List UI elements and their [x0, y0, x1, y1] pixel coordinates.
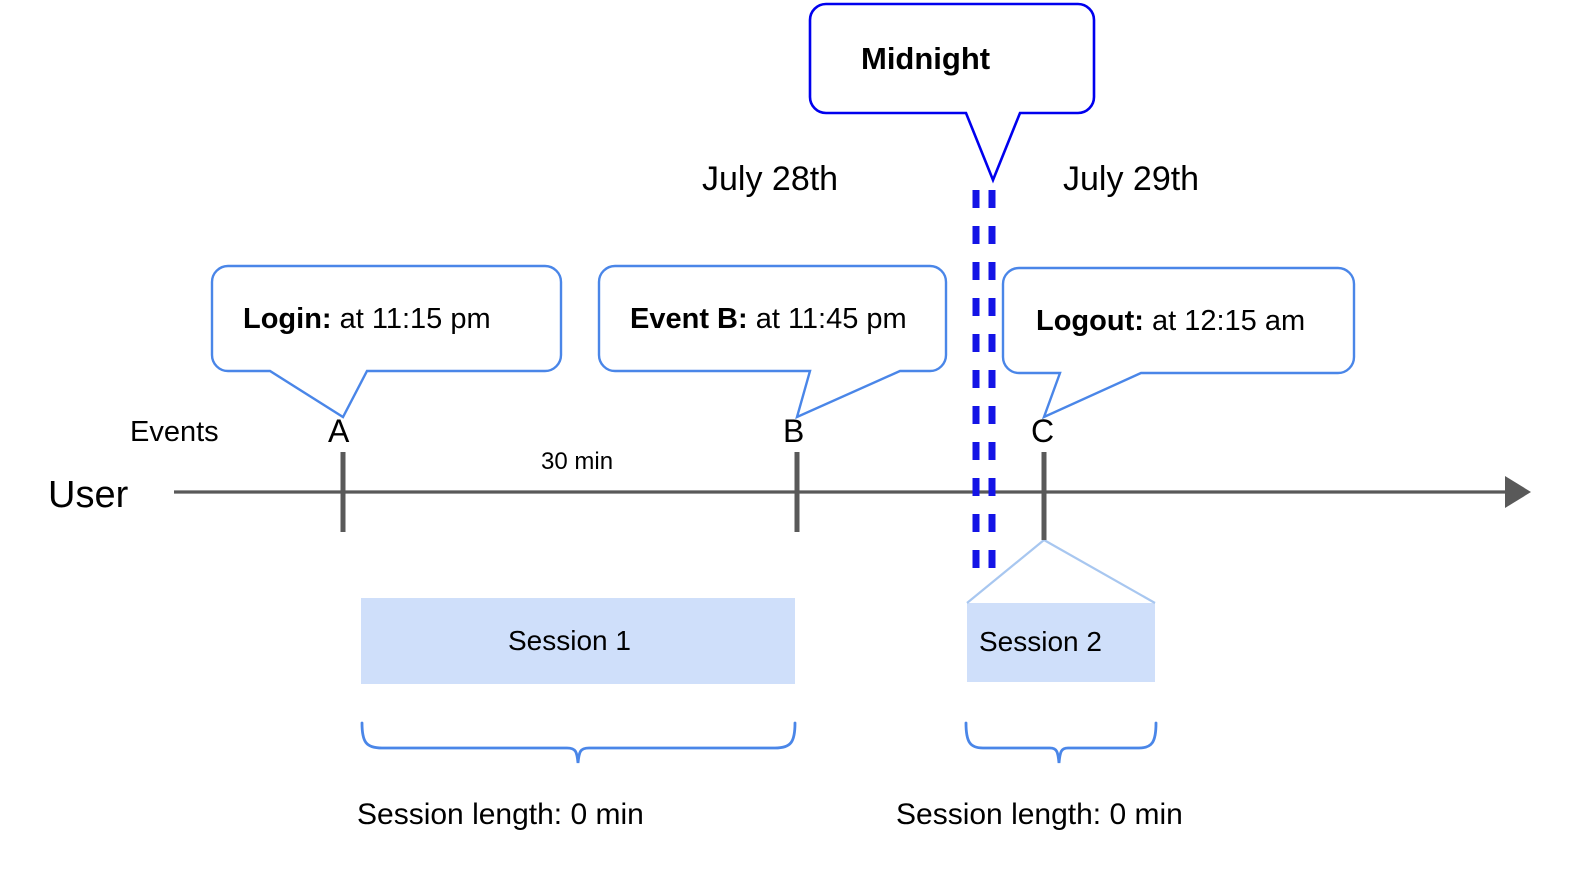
callout-logout-rest: at 12:15 am: [1143, 305, 1306, 337]
event-letter-b: B: [783, 413, 805, 449]
session-2-label: Session 2: [979, 626, 1102, 657]
callout-login-bold: Login:: [243, 303, 332, 335]
events-row-label: Events: [130, 416, 219, 448]
session-2-brace: [964, 721, 1158, 764]
callout-bubble-login: [210, 264, 563, 419]
callout-label-event-b: Event B: at 11:45 pm: [630, 305, 907, 334]
callout-event-b-bold: Event B:: [630, 303, 748, 335]
callout-bubble-event-b: [597, 264, 948, 420]
callout-label-login: Login: at 11:15 pm: [243, 305, 491, 334]
session-1-brace: [360, 721, 797, 764]
callout-login-rest: at 11:15 pm: [331, 303, 491, 335]
session-1-label: Session 1: [508, 625, 631, 656]
midnight-callout-label: Midnight: [861, 41, 991, 76]
timeline-arrowhead: [1505, 476, 1531, 508]
callout-bubble-logout: [1001, 266, 1356, 420]
date-label-july-29: July 29th: [1063, 160, 1200, 198]
date-label-july-28: July 28th: [702, 160, 839, 198]
callout-event-b-rest: at 11:45 pm: [747, 303, 907, 335]
session-2-length-label: Session length: 0 min: [896, 798, 1183, 831]
user-row-label: User: [48, 474, 129, 516]
event-letter-a: A: [328, 413, 350, 449]
duration-label-30-min: 30 min: [541, 448, 614, 475]
callout-logout-bold: Logout:: [1036, 305, 1144, 337]
session-1-length-label: Session length: 0 min: [357, 798, 644, 831]
callout-label-logout: Logout: at 12:15 am: [1036, 307, 1305, 336]
event-letter-c: C: [1031, 413, 1055, 449]
midnight-callout-bubble: [808, 2, 1096, 184]
session-2-roof: [966, 538, 1156, 604]
